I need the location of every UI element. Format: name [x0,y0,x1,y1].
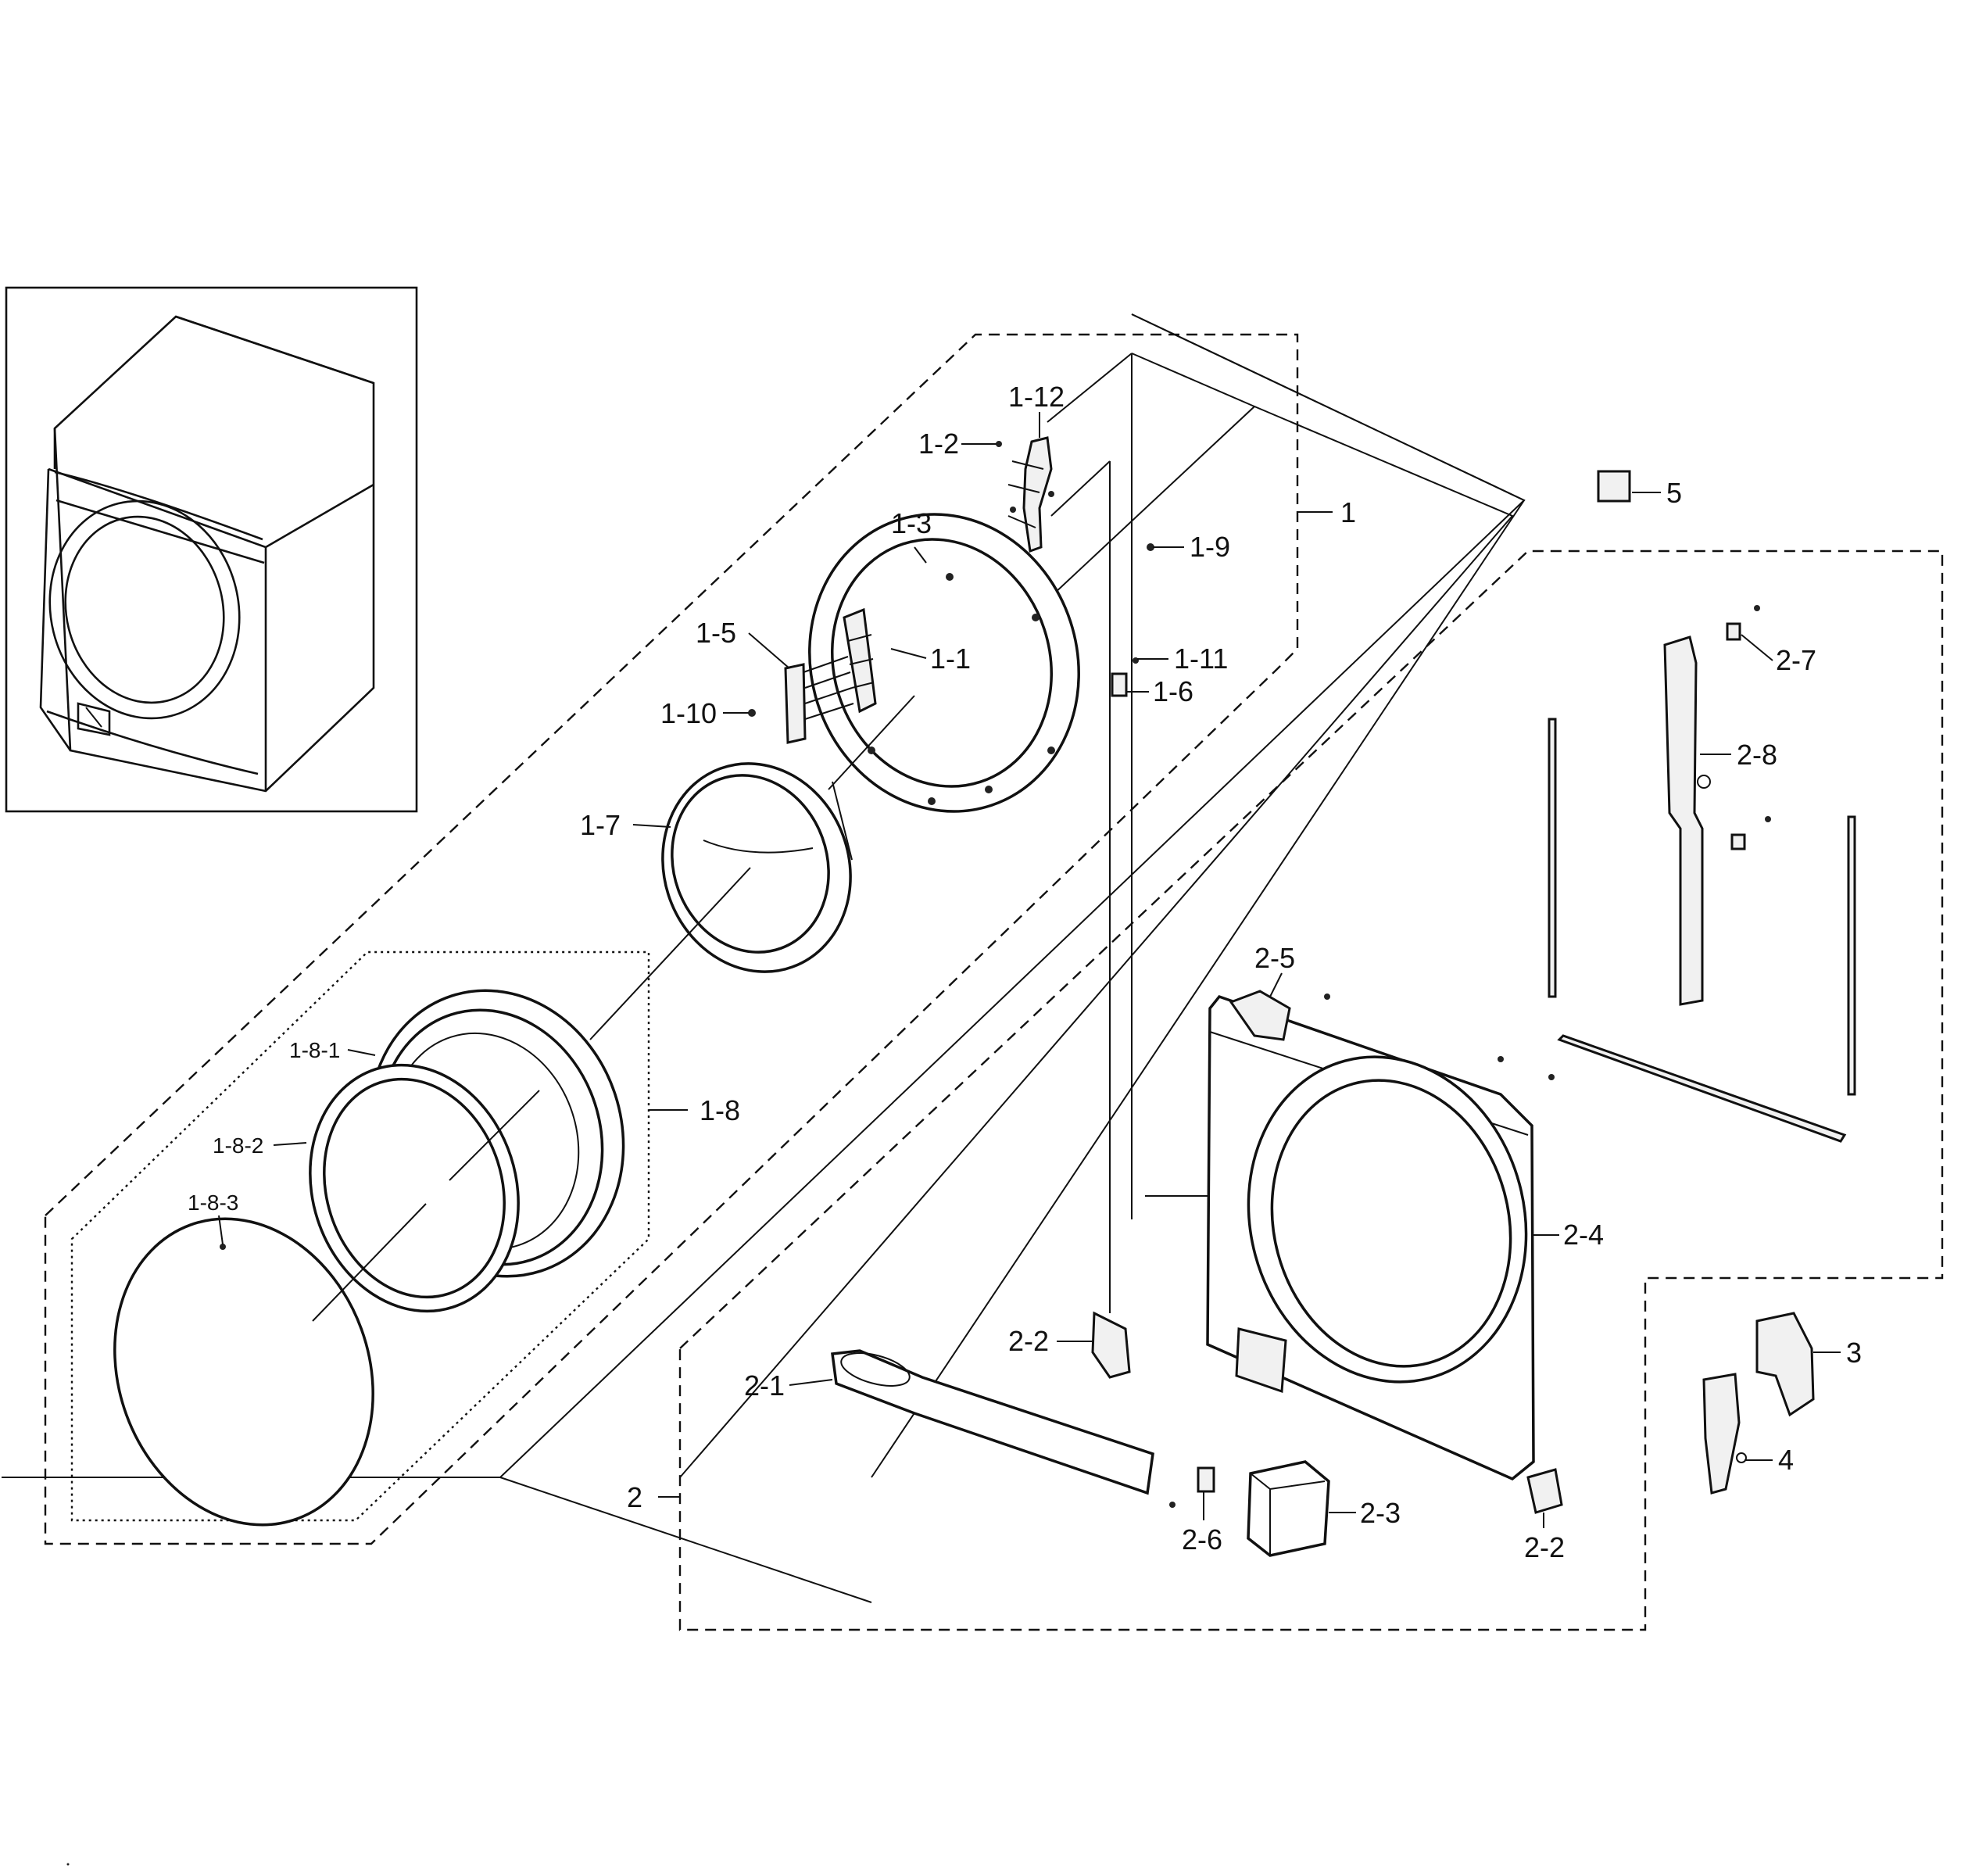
appliance-body-outline [53,315,375,793]
part-1-3-hinge-block [843,607,877,714]
part-3-bracket [1755,1312,1815,1417]
svg-text:1-8: 1-8 [700,1094,740,1126]
part-5-label [1597,470,1631,503]
callout-2-4: 2-4 [1533,1219,1604,1251]
svg-text:2-2: 2-2 [1524,1531,1565,1563]
callout-1-8-1: 1-8-1 [289,1038,376,1062]
callout-2-8: 2-8 [1700,739,1777,771]
part-2-2-right-bracket [1526,1468,1563,1514]
part-1-12-hinge [996,436,1054,553]
svg-text:1-9: 1-9 [1190,531,1230,563]
svg-text:1-6: 1-6 [1153,675,1193,707]
callout-2-1: 2-1 [744,1369,833,1402]
part-4-switch [1702,1373,1747,1495]
callout-1-1: 1-1 [890,643,971,675]
svg-text:2-1: 2-1 [744,1369,785,1402]
part-1-8-2-trim-ring [309,1063,520,1313]
svg-text:2-2: 2-2 [1008,1325,1049,1357]
callout-5: 5 [1632,477,1682,509]
group-2-boundary [678,550,1944,1631]
group-1-boundary [44,333,1299,1545]
svg-text:2-7: 2-7 [1776,644,1816,676]
svg-text:2-5: 2-5 [1254,942,1295,974]
part-2-4-front-panel [1206,990,1555,1481]
callout-1-3: 1-3 [891,507,932,564]
gasket-strips [1548,718,1856,1143]
callout-1-10: 1-10 [660,697,749,729]
svg-text:1-1: 1-1 [930,643,971,675]
svg-text:1-12: 1-12 [1008,381,1065,413]
callout-1-7: 1-7 [580,809,671,841]
part-2-1-lower-trim [831,1349,1154,1495]
corner-dot [66,1863,70,1866]
callout-3: 3 [1813,1337,1862,1369]
callout-1-8-2: 1-8-2 [213,1133,307,1158]
svg-text:3: 3 [1846,1337,1862,1369]
callout-2-2-right: 2-2 [1524,1513,1565,1563]
part-2-8-side-bracket [1663,635,1711,1006]
callout-1-8: 1-8 [649,1094,740,1126]
callout-2-6: 2-6 [1182,1491,1222,1556]
part-2-6-sensor [1169,1466,1215,1508]
svg-text:2-3: 2-3 [1360,1497,1401,1529]
svg-text:4: 4 [1778,1444,1794,1476]
callout-2-5: 2-5 [1254,942,1295,997]
callout-2-2-left: 2-2 [1008,1325,1094,1357]
svg-text:1-2: 1-2 [918,428,959,460]
svg-text:1-7: 1-7 [580,809,621,841]
callout-1-9: 1-9 [1153,531,1230,563]
part-2-7-clip [1726,605,1771,850]
appliance-top-panel [54,471,263,541]
group-1-8-boundary [70,951,650,1522]
svg-text:1-8-1: 1-8-1 [289,1038,340,1062]
svg-text:5: 5 [1666,477,1682,509]
callout-1: 1 [1297,496,1356,528]
callout-1-12: 1-12 [1008,381,1065,438]
callout-2-7: 2-7 [1741,634,1816,676]
part-1-5-hinge-plate [748,656,854,744]
svg-text:2-4: 2-4 [1563,1219,1604,1251]
part-1-7-door-glass-bowl [661,762,853,973]
svg-text:2-8: 2-8 [1737,739,1777,771]
svg-text:1-8-3: 1-8-3 [188,1190,238,1215]
inset-frame [5,286,418,813]
svg-text:1-3: 1-3 [891,507,932,539]
part-1-6-latch [1111,543,1154,697]
svg-text:1-5: 1-5 [696,617,736,649]
appliance-door [48,499,241,720]
part-2-4-filter-opening [1235,1327,1287,1394]
callout-1-8-3: 1-8-3 [188,1190,238,1245]
appliance-filter-cover [77,702,111,736]
svg-text:1: 1 [1340,496,1356,528]
door-axis-lines [312,695,915,1322]
part-1-8-3-door-glass [113,1217,374,1527]
svg-text:2-6: 2-6 [1182,1523,1222,1556]
inset-appliance-view [5,286,418,813]
svg-text:2: 2 [627,1481,642,1513]
callout-2-3: 2-3 [1329,1497,1401,1529]
part-2-5-handle-cap [1229,990,1291,1041]
callout-1-2: 1-2 [918,428,997,460]
callout-2: 2 [627,1481,680,1513]
part-2-3-filter-housing [1247,1460,1330,1557]
svg-text:1-8-2: 1-8-2 [213,1133,263,1158]
svg-text:1-10: 1-10 [660,697,717,729]
callout-1-11: 1-11 [1137,643,1228,675]
callout-4: 4 [1745,1444,1794,1476]
callout-1-5: 1-5 [696,617,790,669]
part-2-2-left-bracket [1091,1311,1131,1379]
svg-text:1-11: 1-11 [1174,643,1228,675]
callout-1-6: 1-6 [1127,675,1193,707]
